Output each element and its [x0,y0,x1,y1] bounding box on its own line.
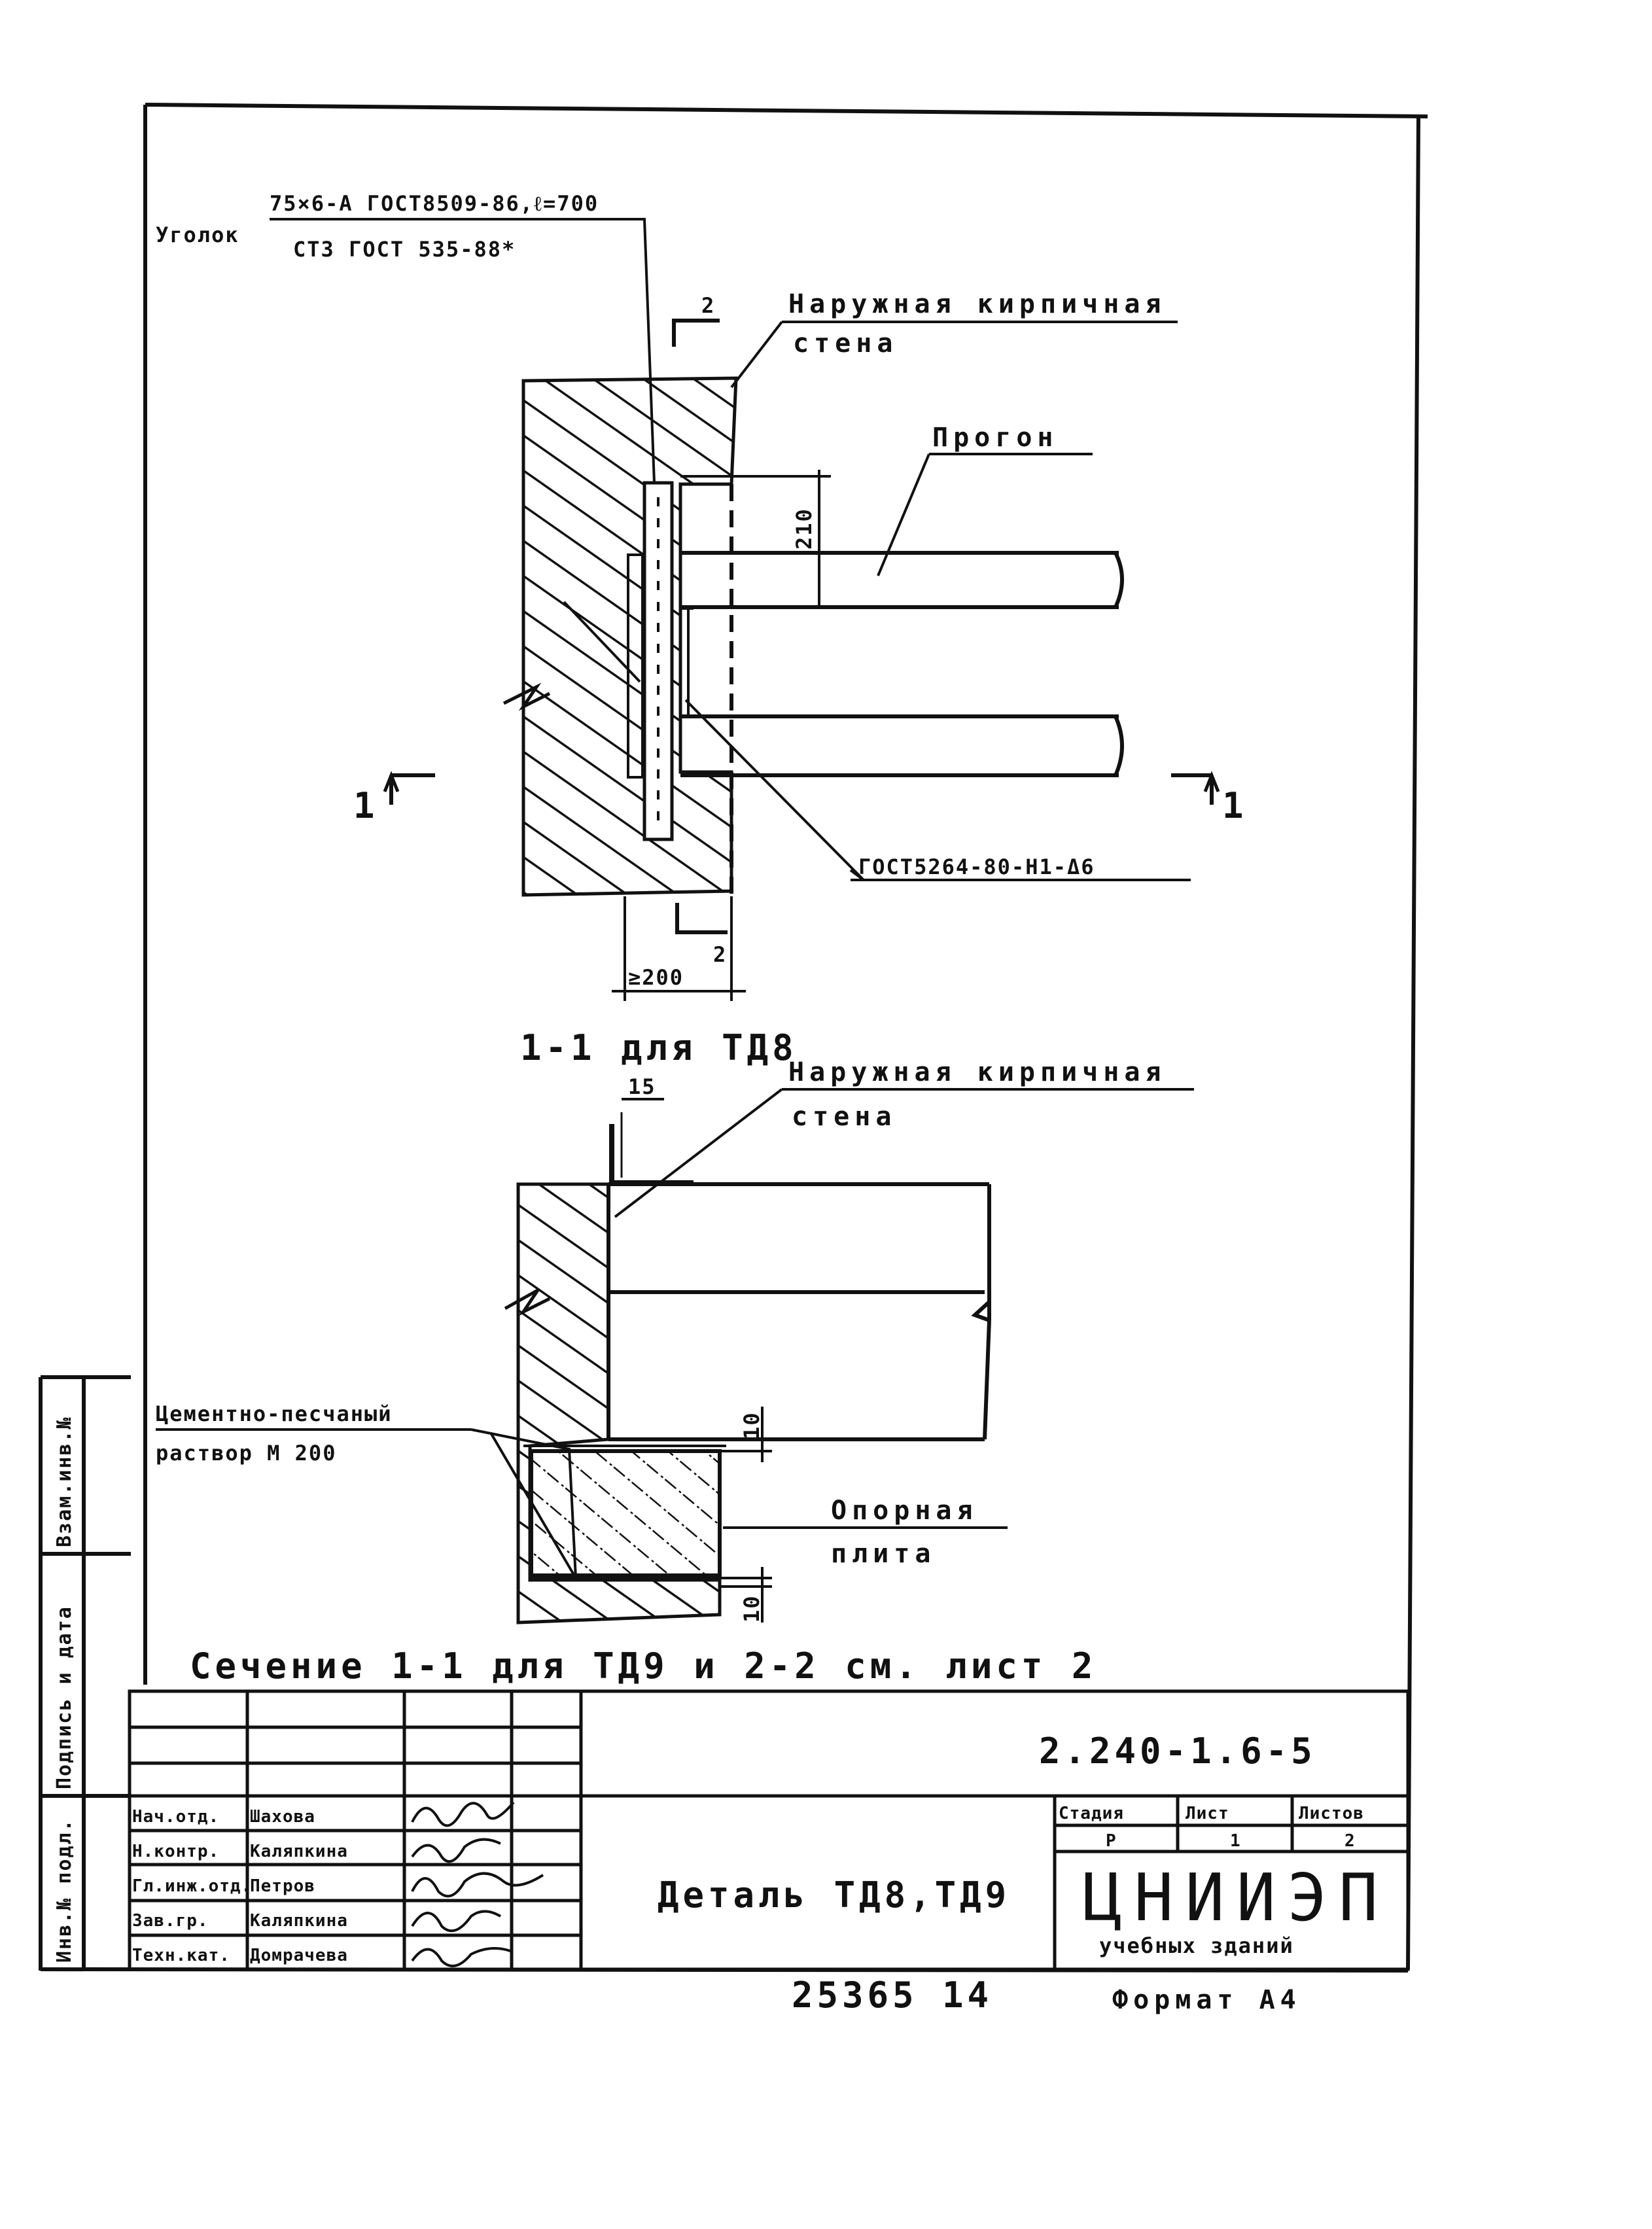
dim-10-bottom: 10 [739,1594,764,1623]
section-mark-1-left: 1 [353,785,379,826]
sheets-header: Листов [1299,1804,1364,1823]
wall-label-bottom-1: Наружная кирпичная [788,1057,1166,1087]
sheets-value: 2 [1344,1831,1356,1851]
dim-10-top: 10 [739,1411,764,1439]
dim-200: ≥200 [628,965,684,990]
plate-label-1: Опорная [831,1496,978,1526]
wall-label-top-1: Наружная кирпичная [788,289,1166,319]
steel-angle [642,481,674,841]
wall-label-top-2: стена [793,328,898,359]
side-inv-no: Инв.№ подл. [53,1818,76,1963]
wall-break-mark [502,682,551,711]
top-detail: Уголок 75×6-А ГОСТ8509-86,ℓ=700 СТ3 ГОСТ… [156,191,1248,1068]
purlin [680,484,1124,896]
signatures [411,1801,544,1967]
side-sign-date: Подпись и дата [53,1606,76,1789]
stage-value: Р [1106,1831,1117,1851]
section-mark-2-bottom: 2 [713,942,727,967]
dim-15: 15 [628,1074,656,1099]
name-4: Каляпкина [250,1911,348,1931]
inventory-number: 25365 [792,1975,918,2016]
name-5: Домрачева [250,1946,348,1965]
org-subtitle: учебных зданий [1099,1933,1294,1958]
section-mark-1-right: 1 [1222,785,1248,826]
role-2: Н.контр. [132,1842,219,1861]
wall-label-bottom-2: стена [792,1102,896,1132]
footnote: Сечение 1-1 для ТД9 и 2-2 см. лист 2 [190,1645,1097,1687]
doc-code: 2.240-1.6-5 [1039,1730,1316,1772]
paper-format: Формат А4 [1112,1985,1301,2015]
plate-label-2: плита [831,1539,936,1569]
name-2: Каляпкина [250,1842,348,1861]
angle-spec-top: 75×6-А ГОСТ8509-86,ℓ=700 [270,191,599,216]
angle-spec-bottom: СТ3 ГОСТ 535-88* [293,237,516,262]
bearing-plate [529,1449,722,1577]
drawing-title: Деталь ТД8,ТД9 [658,1874,1010,1916]
mortar-label-1: Цементно-песчаный [156,1401,393,1426]
brick-wall-top [521,376,738,897]
mortar-label-2: раствор М 200 [156,1441,336,1466]
purlin-label: Прогон [932,423,1059,453]
angle-leader [270,218,656,483]
section-title-1-1: 1-1 для ТД8 [520,1027,798,1068]
name-3: Петров [250,1876,315,1896]
role-1: Нач.отд. [132,1807,219,1827]
name-1: Шахова [250,1807,315,1827]
stage-header: Стадия [1059,1804,1124,1823]
bottom-detail: 15 Наружная кирпичная стена 10 10 Цемент… [156,1057,1194,1624]
dim-210: 210 [792,508,817,550]
sheet-value: 1 [1230,1831,1241,1851]
role-3: Гл.инж.отд. [132,1876,252,1896]
page-number: 14 [942,1975,993,2016]
sheet-header: Лист [1186,1804,1229,1823]
angle-prefix: Уголок [156,222,239,247]
role-4: Зав.гр. [132,1911,209,1931]
slab [606,1182,991,1441]
role-5: Техн.кат. [132,1946,230,1965]
side-vzam: Взам.инв.№ [53,1416,76,1547]
steel-angle-bottom [609,1124,694,1185]
org-name: ЦНИИЭП [1083,1859,1390,1936]
weld-label: ГОСТ5264-80-Н1-Δ6 [858,854,1095,879]
section-mark-2-top: 2 [701,293,715,318]
title-block [128,1689,1410,1971]
